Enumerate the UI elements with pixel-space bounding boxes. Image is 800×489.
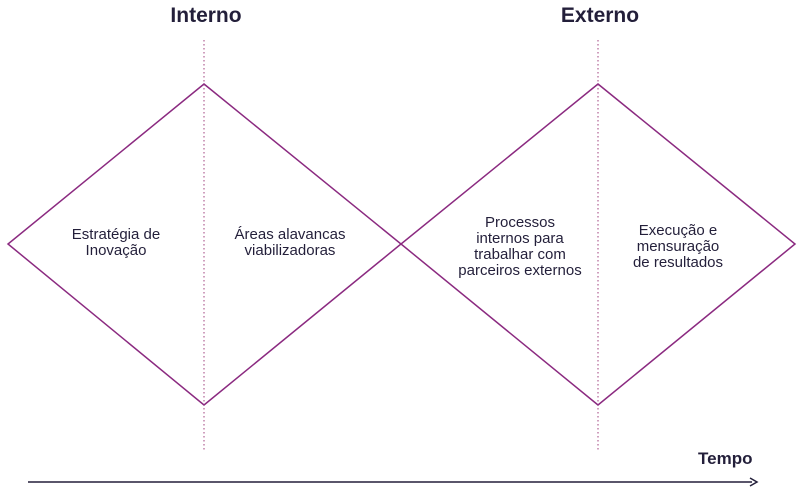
time-axis-arrowhead <box>749 477 759 487</box>
label-estrategia-de-inovacao: Estratégia de Inovação <box>71 226 161 259</box>
time-axis-label: Tempo <box>698 449 753 468</box>
label-execucao-e-mensuracao: Execução e mensuração de resultados <box>632 222 724 271</box>
header-externo: Externo <box>560 4 640 27</box>
header-interno: Interno <box>170 4 242 27</box>
diamond-externo <box>399 83 797 406</box>
label-processos-internos: Processos internos para trabalhar com pa… <box>458 214 582 279</box>
label-areas-alavancas: Áreas alavancas viabilizadoras <box>234 226 346 259</box>
diamond-interno <box>6 83 403 406</box>
